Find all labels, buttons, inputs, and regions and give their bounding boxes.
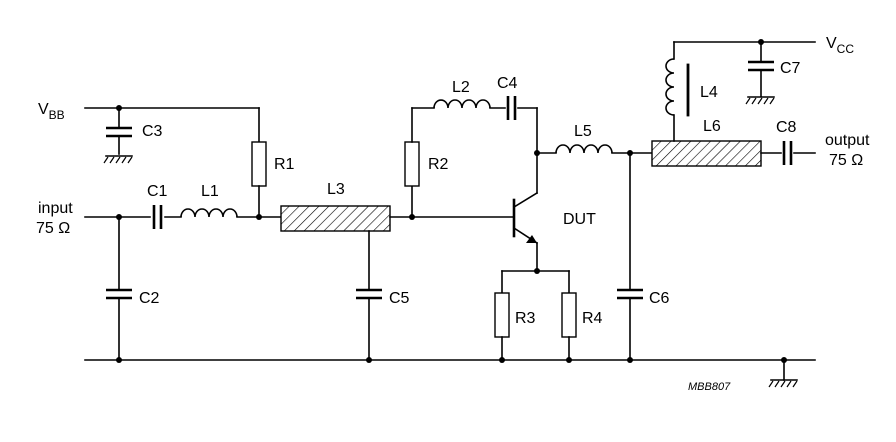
output-label: output <box>825 132 870 149</box>
input-label: input <box>38 200 73 217</box>
label-r4: R4 <box>582 310 603 327</box>
label-c7: C7 <box>780 60 801 77</box>
capacitor-c5 <box>356 288 382 300</box>
label-c1: C1 <box>147 183 168 200</box>
vbb-label: VBB <box>38 101 65 122</box>
vbb-rail <box>84 105 260 143</box>
label-c4: C4 <box>497 75 518 92</box>
capacitor-c3 <box>106 126 132 155</box>
inductor-l4 <box>665 58 675 116</box>
dut-transistor <box>512 152 539 272</box>
output-impedance-label: 75 Ω <box>829 152 863 169</box>
transmission-line-l6 <box>651 140 762 167</box>
capacitor-c2 <box>106 288 132 300</box>
capacitor-c8 <box>782 141 793 165</box>
resistor-r3 <box>494 292 510 338</box>
label-l5: L5 <box>574 123 592 140</box>
label-c8: C8 <box>776 119 797 136</box>
label-dut: DUT <box>563 211 596 228</box>
resistor-r1 <box>251 141 267 187</box>
label-l4: L4 <box>700 84 718 101</box>
ground-symbol-c3 <box>103 155 133 164</box>
label-l2: L2 <box>452 79 470 96</box>
capacitor-c7 <box>748 60 774 72</box>
label-r3: R3 <box>515 310 536 327</box>
capacitor-c6 <box>617 288 643 300</box>
capacitor-c1 <box>152 205 163 229</box>
resistor-r2 <box>404 141 420 187</box>
label-l3: L3 <box>327 181 345 198</box>
capacitor-c4 <box>506 96 517 120</box>
input-impedance-label: 75 Ω <box>36 220 70 237</box>
inductor-l5 <box>555 144 613 154</box>
vcc-label: VCC <box>826 35 854 56</box>
label-c3: C3 <box>142 123 163 140</box>
inductor-l2 <box>433 99 491 109</box>
label-l6: L6 <box>703 118 721 135</box>
ground-symbol-main <box>768 379 798 388</box>
label-l1: L1 <box>201 183 219 200</box>
label-r2: R2 <box>428 156 449 173</box>
label-c5: C5 <box>389 290 410 307</box>
label-r1: R1 <box>274 156 295 173</box>
figure-reference: MBB807 <box>688 381 731 393</box>
inductor-l1 <box>180 208 238 218</box>
label-c2: C2 <box>139 290 160 307</box>
label-c6: C6 <box>649 290 670 307</box>
transmission-line-l3 <box>280 205 391 232</box>
ground-symbol-c7 <box>745 96 775 105</box>
resistor-r4 <box>561 292 577 338</box>
